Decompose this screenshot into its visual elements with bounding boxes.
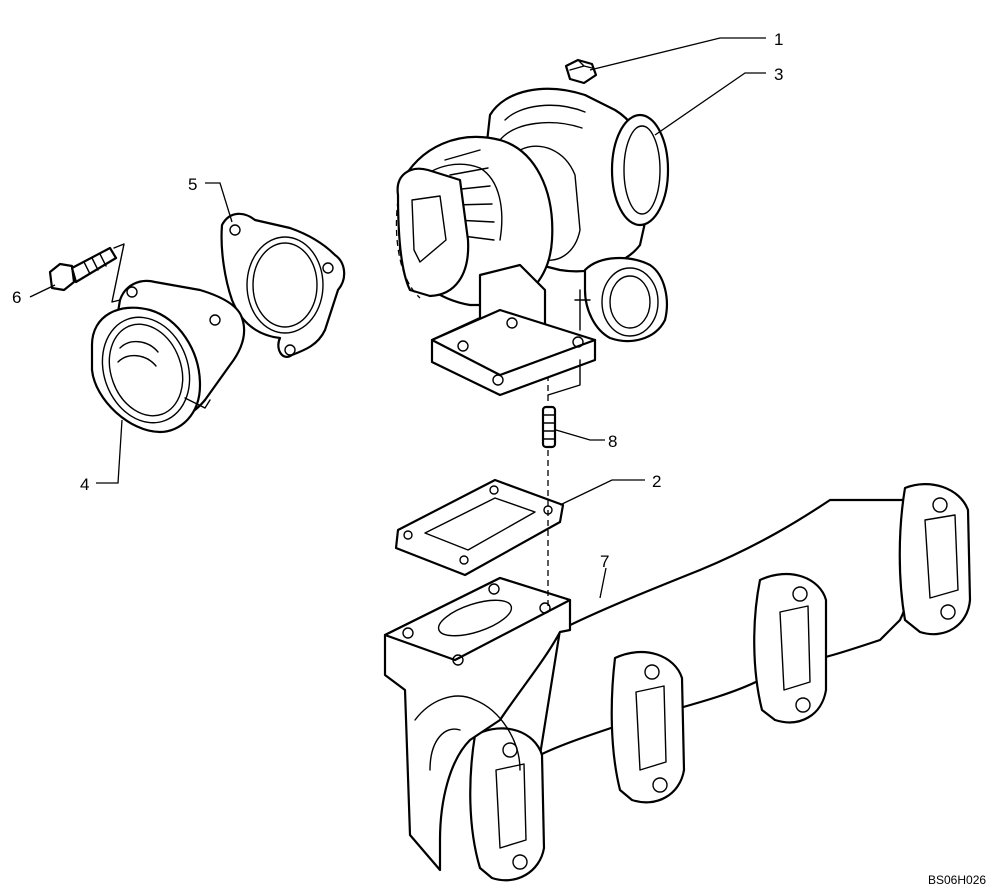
callout-6: 6 [12, 288, 21, 307]
callout-1: 1 [774, 30, 783, 49]
leader-line-3 [654, 72, 766, 136]
figure-code: BS06H026 [928, 873, 986, 887]
callout-2: 2 [652, 472, 661, 491]
gasket-elbow [220, 212, 346, 358]
callout-7: 7 [600, 552, 609, 571]
exhaust-manifold [383, 483, 972, 882]
callout-8: 8 [608, 432, 617, 451]
nut [564, 58, 598, 85]
leader-line-6 [29, 284, 56, 298]
leader-line-8 [555, 429, 605, 441]
leader-line-2 [559, 479, 645, 506]
leader-line-4 [96, 419, 123, 484]
turbocharger [395, 87, 670, 397]
leader-line-7 [599, 567, 607, 599]
stud [541, 405, 557, 449]
leader-line-5 [205, 182, 233, 223]
gasket [394, 478, 565, 577]
callout-5: 5 [188, 175, 197, 194]
leader-line-1 [589, 37, 766, 71]
elbow [90, 279, 246, 434]
callout-3: 3 [774, 65, 783, 84]
bolt [48, 243, 125, 303]
callout-4: 4 [80, 475, 89, 494]
